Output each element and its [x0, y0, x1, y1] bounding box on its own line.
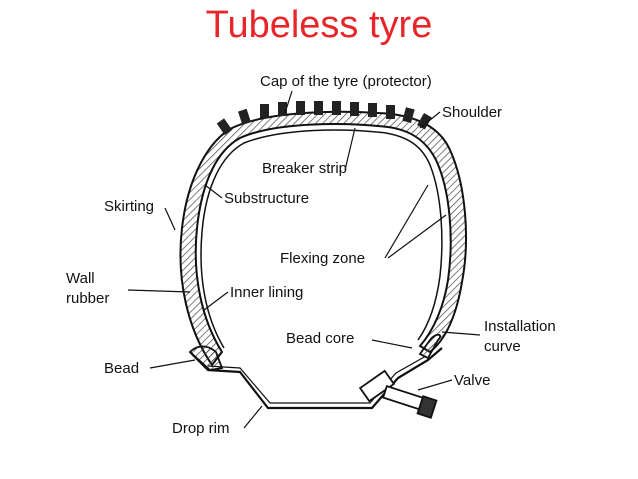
left-bead — [188, 345, 224, 371]
label-bead-core: Bead core — [286, 330, 355, 347]
drop-rim — [189, 347, 443, 410]
label-curve: curve — [484, 338, 521, 355]
label-shoulder: Shoulder — [442, 104, 503, 121]
tread-blocks — [216, 101, 432, 136]
label-rubber: rubber — [66, 290, 110, 307]
label-wall: Wall — [66, 270, 95, 287]
label-installation: Installation — [484, 318, 556, 335]
label-bead: Bead — [104, 360, 140, 377]
label-flexing: Flexing zone — [280, 250, 366, 267]
label-cap: Cap of the tyre (protector) — [260, 73, 432, 90]
label-substructure: Substructure — [224, 190, 310, 207]
label-drop-rim: Drop rim — [172, 420, 230, 437]
tyre-carcass — [179, 110, 467, 367]
label-inner: Inner lining — [230, 284, 304, 301]
right-bead — [418, 333, 442, 360]
label-breaker: Breaker strip — [262, 160, 348, 177]
diagram-title: Tubeless tyre — [205, 4, 433, 46]
valve — [358, 369, 438, 419]
label-valve: Valve — [454, 372, 491, 389]
label-skirting: Skirting — [104, 198, 155, 215]
leader-lines — [127, 90, 481, 429]
